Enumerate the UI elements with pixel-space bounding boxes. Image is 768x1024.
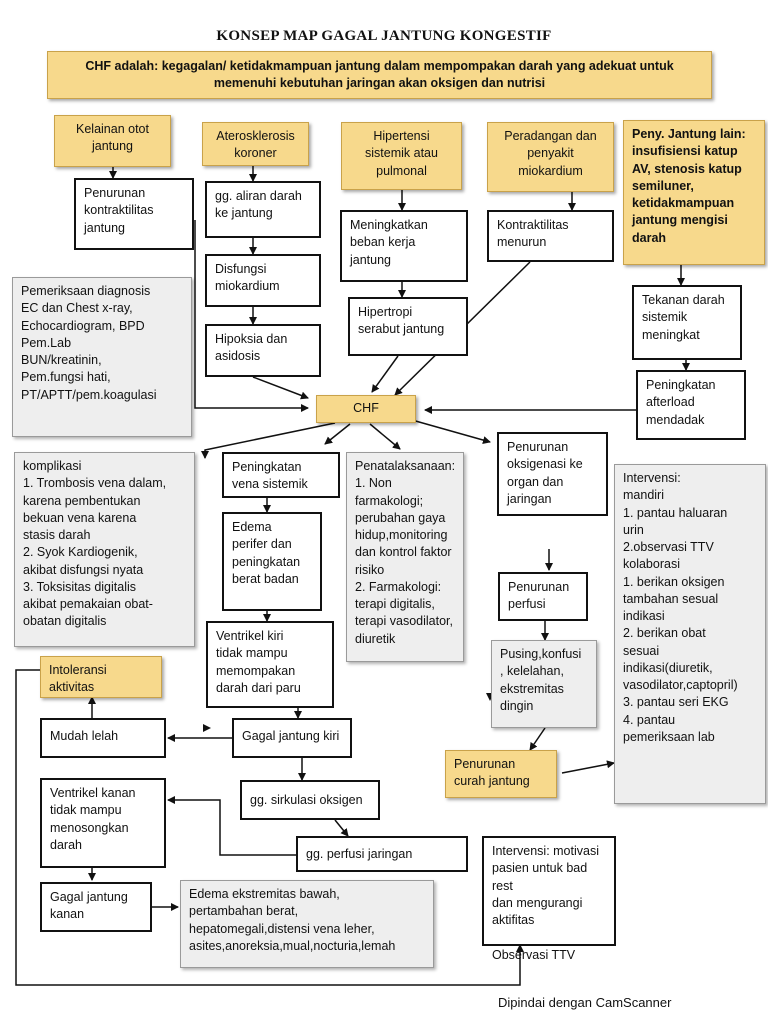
arrow-chf-vena [324,423,351,445]
cause-penyakit-lain: Peny. Jantung lain: insufisiensi katup A… [623,120,765,265]
node-hipoksia: Hipoksia dan asidosis [205,324,321,377]
node-chf: CHF [316,395,416,423]
arrow-kontraktilitas-chf [194,220,309,412]
info-intervensi-motivasi: Intervensi: motivasi pasien untuk bad re… [482,836,616,962]
arrow-chf-penatalaksanaan [369,423,401,450]
node-disfungsi-miokardium: Disfungsi miokardium [205,254,321,307]
node-gg-aliran-darah: gg. aliran darah ke jantung [205,181,321,238]
node-gagal-jantung-kiri: Gagal jantung kiri [232,718,352,758]
node-ventrikel-kiri: Ventrikel kiri tidak mampu memompakan da… [206,621,334,708]
node-kontraktilitas-menurun: Kontraktilitas menurun [487,210,614,262]
arrow-pusing-curah [529,727,546,751]
node-gg-sirkulasi: gg. sirkulasi oksigen [240,780,380,820]
node-penurunan-kontraktilitas: Penurunan kontraktilitas jantung [74,178,194,250]
node-tekanan-darah: Tekanan darah sistemik meningkat [632,285,742,360]
node-penurunan-curah-jantung: Penurunan curah jantung [445,750,557,798]
arrow-hipoksia-chf [252,376,309,400]
definition-box: CHF adalah: kegagalan/ ketidakmampuan ja… [47,51,712,99]
arrow-chf-komplikasi [201,422,336,459]
arrow-hipertropi-chf [371,355,399,393]
info-penatalaksanaan: Penatalaksanaan: 1. Non farmakologi; per… [346,452,464,662]
node-gagal-jantung-kanan: Gagal jantung kanan [40,882,152,932]
arrow-sirkulasi-perfusi [334,819,349,837]
cause-aterosklerosis: Aterosklerosis koroner [202,122,309,166]
info-intervensi-utama: Intervensi: mandiri 1. pantau haluaran u… [614,464,766,804]
scanner-watermark: Dipindai dengan CamScanner [498,995,672,1010]
cause-hipertensi: Hipertensi sistemik atau pulmonal [341,122,462,190]
node-pusing-konfusi: Pusing,konfusi , kelelahan, ekstremitas … [491,640,597,728]
info-pemeriksaan-diagnosis: Pemeriksaan diagnosis EC dan Chest x-ray… [12,277,192,437]
node-ventrikel-kanan: Ventrikel kanan tidak mampu menosongkan … [40,778,166,868]
node-hipertropi: Hipertropi serabut jantung [348,297,468,356]
arrow-curah-intervensi [561,760,615,774]
node-gg-perfusi: gg. perfusi jaringan [296,836,468,872]
node-mudah-lelah: Mudah lelah [40,718,166,758]
node-peningkatan-afterload: Peningkatan afterload mendadak [636,370,746,440]
node-penurunan-perfusi: Penurunan perfusi [498,572,588,621]
node-meningkatkan-beban: Meningkatkan beban kerja jantung [340,210,468,282]
info-edema-ekstremitas: Edema ekstremitas bawah, pertambahan ber… [180,880,434,968]
node-edema-perifer: Edema perifer dan peningkatan berat bada… [222,512,322,611]
node-intoleransi-aktivitas: Intoleransi aktivitas [40,656,162,698]
cause-peradangan: Peradangan dan penyakit miokardium [487,122,614,192]
cause-kelainan-otot: Kelainan otot jantung [54,115,171,167]
info-komplikasi: komplikasi 1. Trombosis vena dalam, kare… [14,452,195,647]
page-title: KONSEP MAP GAGAL JANTUNG KONGESTIF [216,28,552,44]
arrow-intoleransi-intervensi [15,669,524,986]
arrow-perfusi-ventrikelkanan [167,796,296,856]
node-peningkatan-vena: Peningkatan vena sistemik [222,452,340,498]
node-penurunan-oksigenasi: Penurunan oksigenasi ke organ dan jaring… [497,432,608,516]
arrow-chf-oksigenasi [411,419,491,444]
